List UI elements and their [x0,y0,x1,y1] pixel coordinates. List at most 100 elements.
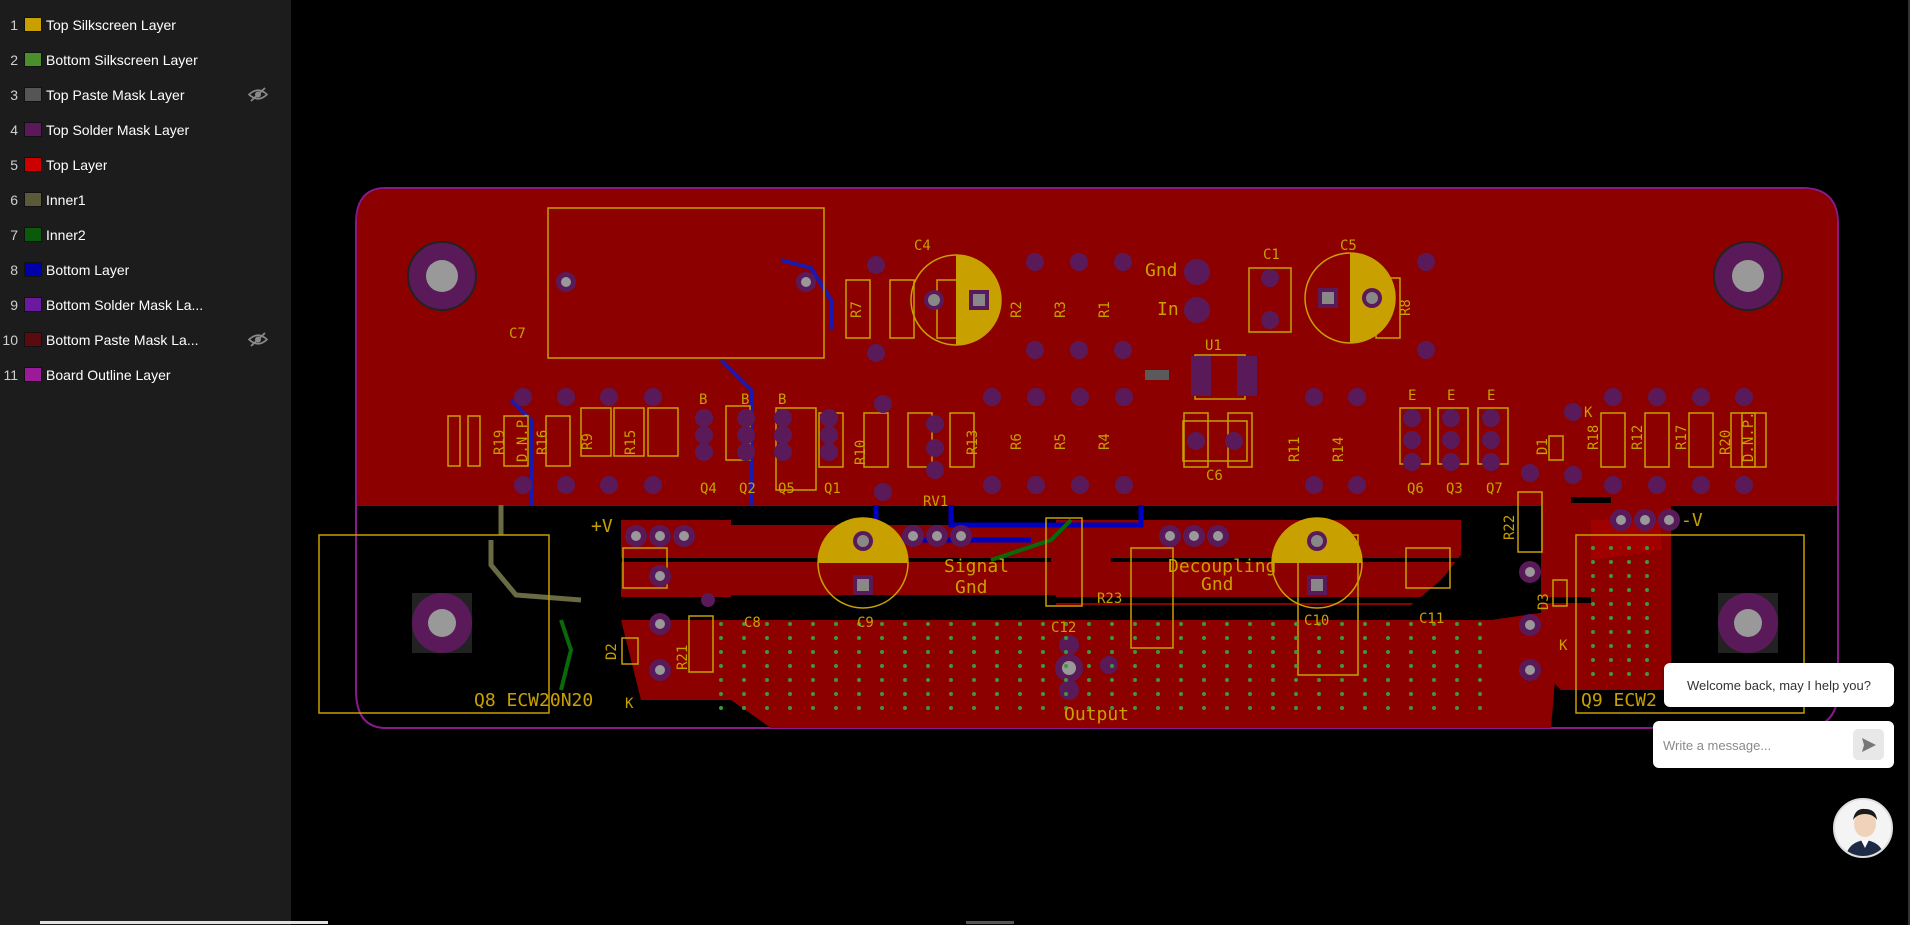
layer-color-swatch[interactable] [24,122,42,137]
label-q5: Q5 [778,481,795,497]
layer-color-swatch[interactable] [24,17,42,32]
layer-number: 11 [3,366,18,383]
via-dot [1432,706,1436,710]
layer-color-swatch[interactable] [24,52,42,67]
via-dot [1179,664,1183,668]
via-dot [1386,692,1390,696]
label-plusv: +V [591,516,613,537]
via-dot [972,636,976,640]
via-dot [1340,678,1344,682]
silkscreen-outlines [318,207,1805,714]
via-dot [1225,664,1229,668]
capacitor-c5[interactable] [1304,252,1396,344]
via-dot [1317,678,1321,682]
via-dot [1627,672,1631,676]
horizontal-scrollbar-thumb[interactable] [40,921,328,924]
via-dot [1294,622,1298,626]
via-dot [742,650,746,654]
via-dot [834,692,838,696]
via-dot [880,706,884,710]
pcb-canvas[interactable]: C7 C4 R7 R2 R3 R1 Gnd In C1 C5 R8 U1 R19… [291,0,1910,925]
via-dot [880,692,884,696]
via-dot [719,664,723,668]
via-dot [788,650,792,654]
support-agent-avatar[interactable] [1833,798,1893,858]
via-dot [1041,678,1045,682]
label-e3: E [1487,388,1495,404]
layer-name: Inner1 [46,191,86,208]
ic-u1[interactable] [1145,356,1257,396]
via-dot [1294,678,1298,682]
via-dot [1340,636,1344,640]
via-dot [1409,622,1413,626]
label-r8: R8 [1398,299,1414,316]
horizontal-scroll-indicator [966,921,1014,924]
capacitor-c10[interactable] [1271,517,1363,609]
label-in: In [1157,299,1179,320]
label-q9: Q9 ECW2 [1581,690,1657,711]
via-dot [1179,636,1183,640]
layer-name: Bottom Silkscreen Layer [46,51,198,68]
via-dot [1386,650,1390,654]
layer-color-swatch[interactable] [24,262,42,277]
vertical-scrollbar[interactable] [1908,0,1910,925]
eye-slash-icon[interactable] [248,332,268,347]
layer-number: 8 [10,261,18,278]
layer-color-swatch[interactable] [24,157,42,172]
chat-message-input[interactable] [1663,734,1843,756]
label-r13: R13 [965,430,981,455]
via-dot [1041,706,1045,710]
via-dot [1110,622,1114,626]
via-dot [1110,706,1114,710]
via-dot [1041,622,1045,626]
capacitor-c4[interactable] [910,254,1002,346]
via-dot [719,636,723,640]
via-dot [1317,622,1321,626]
label-q8: Q8 ECW20N20 [474,690,593,711]
layer-color-swatch[interactable] [24,87,42,102]
layer-color-swatch[interactable] [24,227,42,242]
via-dot [1478,650,1482,654]
label-c5: C5 [1340,238,1357,254]
via-dot [1627,644,1631,648]
send-button[interactable] [1853,729,1884,760]
via-dot [880,622,884,626]
via-dot [972,622,976,626]
via-dot [1271,692,1275,696]
label-r20: R20 [1718,430,1734,455]
eye-slash-icon[interactable] [248,87,268,102]
layer-color-swatch[interactable] [24,367,42,382]
layer-color-swatch[interactable] [24,297,42,312]
layer-color-swatch[interactable] [24,332,42,347]
via-dot [811,650,815,654]
layer-name: Bottom Solder Mask La... [46,296,204,313]
label-k3: K [1559,638,1568,654]
via-dot [1340,650,1344,654]
via-dot [1591,602,1595,606]
send-icon [1861,737,1876,752]
via-dot [1591,574,1595,578]
layer-color-swatch[interactable] [24,192,42,207]
via-dot [1609,574,1613,578]
via-dot [1133,706,1137,710]
via-dot [788,678,792,682]
capacitor-c9[interactable] [817,517,909,609]
via-dot [788,664,792,668]
via-dot [1087,692,1091,696]
label-minusv: -V [1681,510,1703,531]
pcb-board-svg[interactable]: C7 C4 R7 R2 R3 R1 Gnd In C1 C5 R8 U1 R19… [291,0,1910,925]
via-dot [1133,678,1137,682]
via-dot [1156,706,1160,710]
label-output: Output [1064,704,1129,725]
